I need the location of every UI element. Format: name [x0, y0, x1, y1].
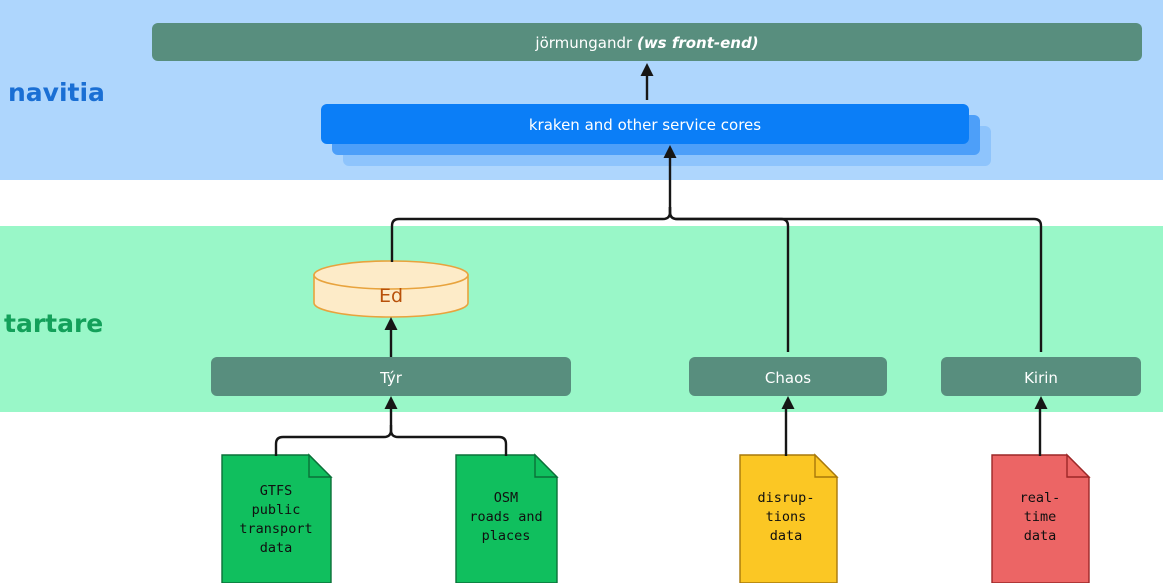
box-label-jormungandr: jörmungandr (ws front-end) — [534, 34, 758, 52]
note-line-gtfs-3: data — [260, 540, 293, 556]
box-kraken[interactable]: kraken and other service cores — [321, 104, 969, 144]
box-label-main-kirin: Kirin — [1024, 369, 1058, 387]
note-line-osm-0: OSM — [494, 490, 518, 506]
box-label-main-chaos: Chaos — [765, 369, 811, 387]
box-tyr[interactable]: Týr — [211, 357, 571, 396]
box-jormungandr[interactable]: jörmungandr (ws front-end) — [152, 23, 1142, 61]
arrow-into-ed — [384, 317, 398, 330]
note-body-realtime[interactable] — [991, 454, 1090, 583]
note-line-gtfs-0: GTFS — [260, 483, 293, 499]
note-fold-disruptions — [814, 453, 839, 478]
box-rect-jormungandr[interactable] — [152, 23, 1142, 61]
note-disruptions[interactable]: disrup-tions data — [739, 453, 839, 583]
note-line-osm-1: roads and — [469, 509, 542, 525]
band-label-navitia: navitia — [8, 78, 105, 107]
arrow-into-tyr — [384, 396, 398, 409]
box-label-main-tyr: Týr — [379, 369, 403, 387]
band-label-tartare: tartare — [4, 309, 103, 338]
note-fold-realtime — [1066, 453, 1091, 478]
note-line-disruptions-0: disrup- — [758, 490, 815, 506]
box-label-chaos: Chaos — [765, 369, 811, 387]
note-body-gtfs[interactable] — [221, 454, 332, 583]
box-kirin[interactable]: Kirin — [941, 357, 1141, 396]
box-chaos[interactable]: Chaos — [689, 357, 887, 396]
note-label-realtime: real-time data — [1020, 490, 1061, 544]
note-line-gtfs-1: public — [252, 502, 301, 518]
note-label-osm: OSM roads and places — [469, 490, 542, 544]
note-fold-gtfs — [308, 453, 333, 478]
box-label-main-kraken: kraken and other service cores — [529, 116, 761, 134]
note-body-disruptions[interactable] — [739, 454, 838, 583]
connector-osm-branch — [389, 425, 508, 456]
note-gtfs[interactable]: GTFS public transport data — [221, 453, 333, 583]
arrow-into-jormungandr — [640, 63, 654, 76]
box-rect-chaos[interactable] — [689, 357, 887, 396]
note-line-realtime-0: real- — [1020, 490, 1061, 506]
box-label-tyr: Týr — [379, 369, 403, 387]
arrow-into-kraken — [663, 145, 677, 158]
box-rect-kraken[interactable] — [321, 104, 969, 144]
note-label-disruptions: disrup-tions data — [758, 490, 815, 544]
note-line-realtime-1: time — [1024, 509, 1057, 525]
box-label-kraken: kraken and other service cores — [529, 116, 761, 134]
connector-kirin-branch — [668, 207, 1043, 352]
cylinder-ed[interactable]: Ed — [313, 260, 469, 318]
box-label-kirin: Kirin — [1024, 369, 1058, 387]
box-rect-tyr[interactable] — [211, 357, 571, 396]
arrow-into-chaos — [781, 396, 795, 409]
box-rect-kirin[interactable] — [941, 357, 1141, 396]
box-label-main-jormungandr: jörmungandr — [534, 34, 637, 52]
connector-gtfs-branch — [274, 425, 393, 456]
note-line-osm-2: places — [482, 528, 531, 544]
note-line-disruptions-1: tions — [766, 509, 807, 525]
arrow-into-kirin — [1034, 396, 1048, 409]
note-realtime[interactable]: real-time data — [991, 453, 1091, 583]
note-body-osm[interactable] — [455, 454, 558, 583]
box-label-italic-jormungandr: (ws front-end) — [637, 34, 759, 52]
note-label-gtfs: GTFS public transport data — [239, 483, 312, 556]
note-fold-osm — [534, 453, 559, 478]
note-line-disruptions-2: data — [770, 528, 803, 544]
cylinder-label: Ed — [379, 285, 403, 307]
note-line-gtfs-2: transport — [239, 521, 312, 537]
note-osm[interactable]: OSM roads and places — [455, 453, 559, 583]
note-line-realtime-2: data — [1024, 528, 1057, 544]
